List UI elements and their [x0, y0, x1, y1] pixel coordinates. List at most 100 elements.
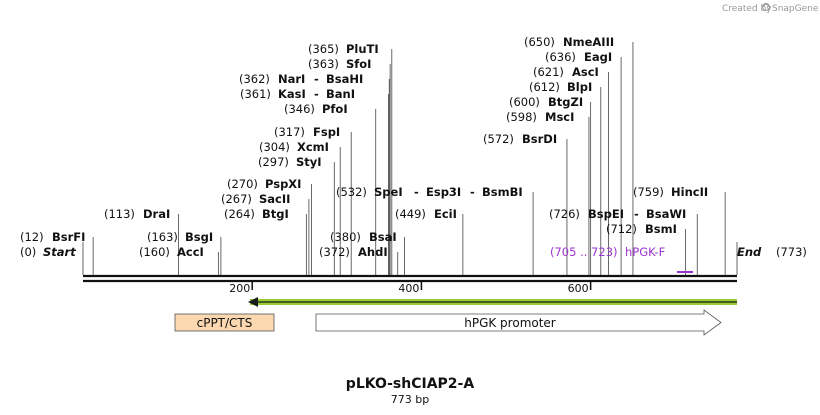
site-PspXI[interactable]: (270) PspXI	[227, 177, 301, 191]
site-name: HincII	[671, 185, 708, 199]
site-position: (712)	[606, 222, 637, 236]
site-alias: BanI	[326, 87, 355, 101]
site-BtgZI[interactable]: (600) BtgZI	[509, 95, 583, 109]
site-BsaI[interactable]: (380) BsaI	[330, 230, 397, 244]
site-name: MscI	[545, 110, 574, 124]
ruler-ticks: 200 400 600	[229, 282, 592, 295]
site-position: (361)	[240, 87, 271, 101]
site-BsmI[interactable]: (712) BsmI	[606, 222, 677, 236]
site-HincII[interactable]: (759) HincII	[633, 185, 708, 199]
site-SpeI[interactable]: (532) SpeI - Esp3I - BsmBI	[336, 185, 523, 199]
site-name: NarI	[278, 72, 305, 86]
plasmid-name: pLKO-shCIAP2-A	[346, 376, 475, 392]
insert-arrow[interactable]	[248, 297, 737, 307]
site-position: (726)	[549, 207, 580, 221]
site-StyI[interactable]: (297) StyI	[258, 155, 322, 169]
site-name: AccI	[177, 245, 204, 259]
site-AccI[interactable]: (160) AccI	[139, 245, 204, 259]
site-position: (372)	[319, 245, 350, 259]
site-name: BsmI	[645, 222, 677, 236]
site-name: PfoI	[322, 102, 348, 116]
site-BsgI[interactable]: (163) BsgI	[147, 230, 213, 244]
site-alias: BsaHI	[326, 72, 363, 86]
site-position: (759)	[633, 185, 664, 199]
site-BtgI[interactable]: (264) BtgI	[224, 207, 289, 221]
site-name: SfoI	[346, 57, 371, 71]
site-SacII[interactable]: (267) SacII	[221, 192, 290, 206]
site-position: (600)	[509, 95, 540, 109]
site-MscI[interactable]: (598) MscI	[506, 110, 574, 124]
primer-hPGK-F[interactable]: (705 .. 723) hPGK-F	[550, 245, 693, 273]
site-SfoI[interactable]: (363) SfoI	[308, 57, 371, 71]
site-FspI[interactable]: (317) FspI	[274, 125, 340, 139]
site-DraI[interactable]: (113) DraI	[104, 207, 170, 221]
site-AscI[interactable]: (621) AscI	[533, 65, 599, 79]
site-position: (650)	[524, 35, 555, 49]
feature-arrow	[315, 309, 722, 336]
site-XcmI[interactable]: (304) XcmI	[259, 140, 329, 154]
site-separator: -	[414, 185, 419, 199]
site-NarI[interactable]: (362) NarI - BsaHI	[239, 72, 363, 86]
site-position: (365)	[308, 42, 339, 56]
site-name: PspXI	[265, 177, 301, 191]
site-position: (160)	[139, 245, 170, 259]
ruler-tick-label: 200	[229, 282, 250, 295]
site-name: DraI	[143, 207, 170, 221]
snapgene-logo-icon	[762, 3, 770, 11]
site-position: (304)	[259, 140, 290, 154]
site-EciI[interactable]: (449) EciI	[395, 207, 457, 221]
site-separator: -	[470, 185, 475, 199]
site-name: BlpI	[567, 80, 592, 94]
site-name: XcmI	[297, 140, 329, 154]
backbone	[83, 274, 737, 283]
feature-box	[174, 313, 275, 332]
site-name: KasI	[278, 87, 306, 101]
site-EagI[interactable]: (636) EagI	[545, 50, 612, 64]
site-name: PluTI	[346, 42, 379, 56]
site-name: BsrDI	[522, 132, 557, 146]
site-position: (598)	[506, 110, 537, 124]
site-BspEI[interactable]: (726) BspEI - BsaWI	[549, 207, 686, 221]
site-position: (270)	[227, 177, 258, 191]
site-name: BtgI	[262, 207, 289, 221]
site-separator: -	[314, 72, 319, 86]
start-position: (0)	[20, 245, 36, 259]
start-label: (0) Start	[20, 245, 76, 259]
site-position: (380)	[330, 230, 361, 244]
site-position: (12)	[20, 230, 44, 244]
brand-prefix: Created by	[722, 4, 772, 14]
brand-name: SnapGene	[772, 4, 819, 14]
site-name: EciI	[434, 207, 457, 221]
site-BlpI[interactable]: (612) BlpI	[529, 80, 592, 94]
site-alias-2: BsmBI	[482, 185, 523, 199]
site-alias: BsaWI	[646, 207, 686, 221]
primer-range: (705 .. 723)	[550, 245, 618, 259]
site-position: (449)	[395, 207, 426, 221]
site-position: (621)	[533, 65, 564, 79]
site-alias: Esp3I	[426, 185, 461, 199]
site-position: (362)	[239, 72, 270, 86]
end-label: End (773)	[737, 245, 807, 259]
site-position: (346)	[284, 102, 315, 116]
site-PluTI[interactable]: (365) PluTI	[308, 42, 379, 56]
site-position: (267)	[221, 192, 252, 206]
site-PfoI[interactable]: (346) PfoI	[284, 102, 348, 116]
insert-arrowhead	[248, 297, 258, 307]
end-position: (773)	[776, 245, 807, 259]
site-BsrFI[interactable]: (12) BsrFI	[20, 230, 85, 244]
end-name: End	[737, 245, 762, 259]
ruler-tick-label: 600	[568, 282, 589, 295]
site-position: (532)	[336, 185, 367, 199]
feature-cPPT-CTS[interactable]: cPPT/CTS	[174, 313, 275, 332]
site-name: BsrFI	[52, 230, 85, 244]
site-name: FspI	[313, 125, 340, 139]
site-AhdI[interactable]: (372) AhdI	[319, 245, 388, 259]
site-name: EagI	[584, 50, 612, 64]
site-BsrDI[interactable]: (572) BsrDI	[483, 132, 557, 146]
ruler-tick-label: 400	[398, 282, 419, 295]
site-position: (264)	[224, 207, 255, 221]
site-KasI[interactable]: (361) KasI - BanI	[240, 87, 355, 101]
site-NmeAIII[interactable]: (650) NmeAIII	[524, 35, 614, 49]
feature-hPGK-promoter[interactable]: hPGK promoter	[315, 309, 722, 336]
